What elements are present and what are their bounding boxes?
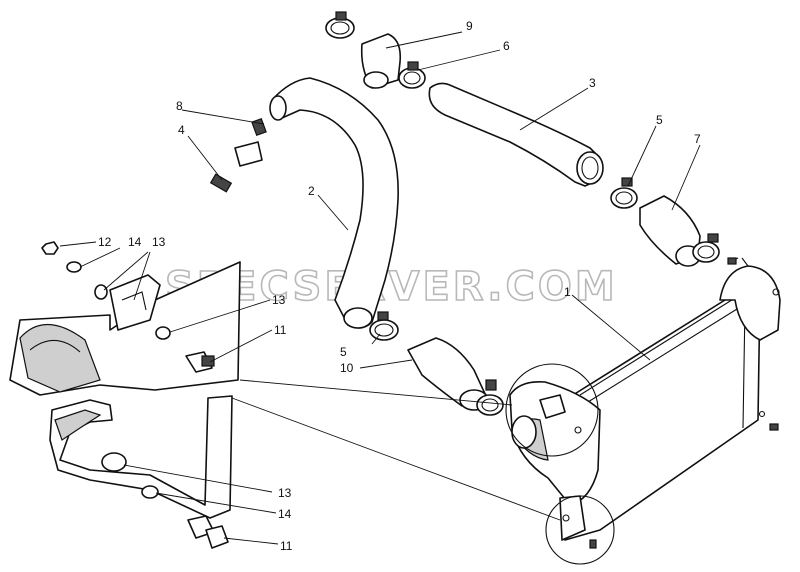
part-9-sleeve bbox=[360, 33, 402, 89]
callout-10: 10 bbox=[340, 361, 354, 375]
detail-circle-lower bbox=[545, 495, 615, 565]
part-7-sleeve bbox=[639, 195, 701, 267]
callout-12: 12 bbox=[98, 235, 112, 249]
left-lower-bracket bbox=[49, 395, 233, 519]
callout-13-upper: 13 bbox=[152, 235, 166, 249]
callout-11-lower: 11 bbox=[280, 539, 293, 553]
callout-7: 7 bbox=[694, 132, 701, 146]
callout-5-lower: 5 bbox=[340, 345, 347, 359]
part-13-washer-upper-b bbox=[155, 326, 171, 340]
clamp-near-part-7 bbox=[692, 233, 720, 263]
callout-3: 3 bbox=[589, 76, 596, 90]
part-11-bolt-upper bbox=[185, 351, 215, 373]
callout-13-lower: 13 bbox=[278, 486, 292, 500]
callout-14-lower: 14 bbox=[278, 507, 292, 521]
part-5-clamp-lower bbox=[369, 311, 399, 341]
part-1-intercooler bbox=[509, 257, 781, 549]
part-8-plate bbox=[234, 117, 267, 167]
part-12-nut bbox=[41, 241, 59, 255]
callout-14-upper: 14 bbox=[128, 235, 142, 249]
callout-11-upper: 11 bbox=[274, 323, 287, 337]
callout-2: 2 bbox=[308, 184, 315, 198]
part-3-hose bbox=[428, 82, 604, 187]
clamp-near-part-10 bbox=[476, 379, 504, 416]
part-2-pipe bbox=[269, 77, 399, 329]
part-14-washer-lower bbox=[141, 485, 159, 499]
callout-13-middle: 13 bbox=[272, 293, 286, 307]
callout-4: 4 bbox=[178, 123, 185, 137]
callout-5-upper: 5 bbox=[656, 113, 663, 127]
left-upper-bracket bbox=[9, 261, 241, 396]
callout-9: 9 bbox=[466, 19, 473, 33]
clamp-top-left bbox=[325, 11, 355, 39]
part-6-clamp bbox=[398, 61, 426, 89]
callout-6: 6 bbox=[503, 39, 510, 53]
detail-circle-upper bbox=[505, 363, 599, 457]
part-11-bolt-lower bbox=[187, 515, 229, 549]
part-14-washer-upper bbox=[66, 261, 82, 273]
part-4-fitting bbox=[209, 173, 233, 193]
part-13-washer-upper-a bbox=[94, 284, 108, 300]
part-5-clamp-upper bbox=[610, 177, 638, 209]
callout-8: 8 bbox=[176, 99, 183, 113]
callout-1: 1 bbox=[564, 285, 571, 299]
